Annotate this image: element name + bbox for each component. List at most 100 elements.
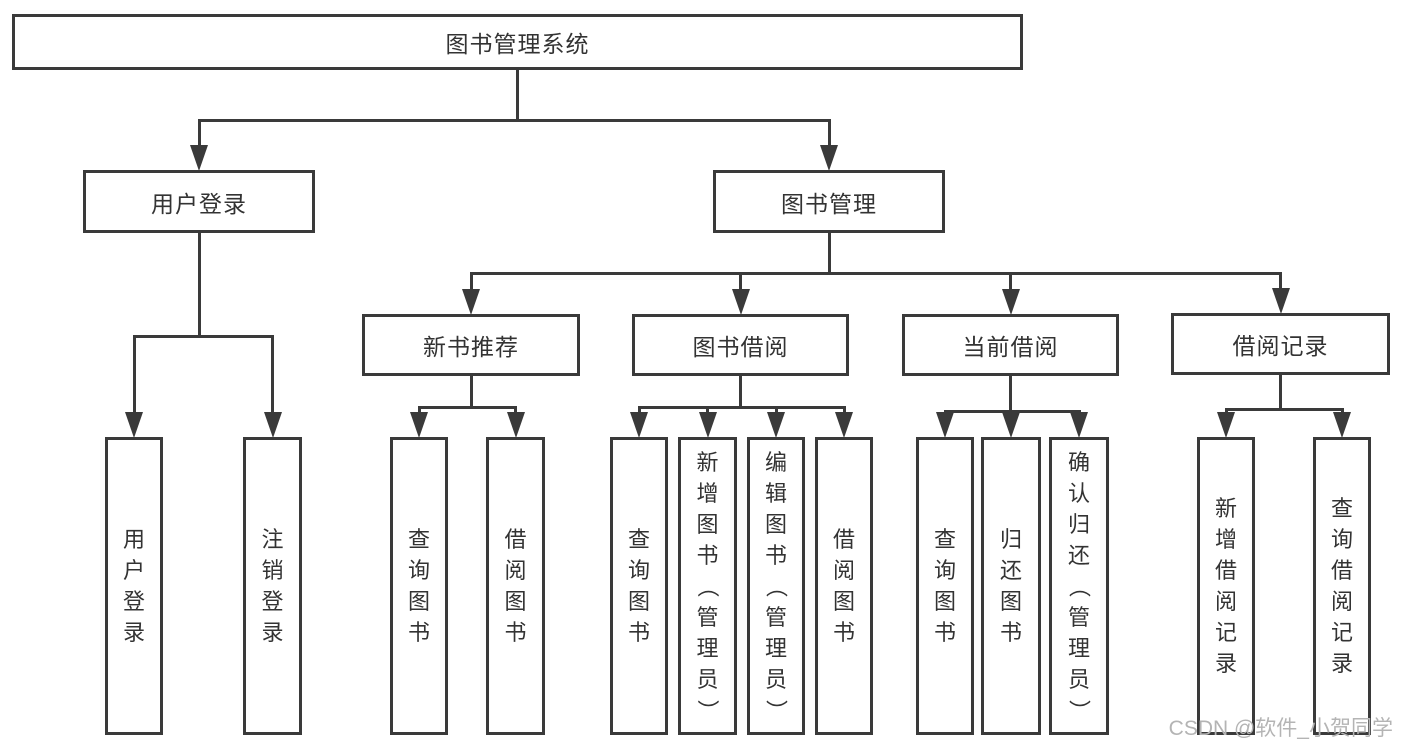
node-label-char: 借	[832, 527, 855, 552]
connector-line	[827, 233, 831, 275]
node-label-char: 查	[1330, 496, 1353, 521]
node-label-char: 员	[696, 666, 719, 692]
node-label-char: 还	[999, 558, 1022, 583]
connector-line	[516, 70, 519, 122]
connector-line	[417, 406, 421, 413]
node-leaf-rec-add-record: 新增借阅记录	[1197, 437, 1255, 735]
arrowhead-icon	[190, 145, 208, 171]
node-label-char: 借	[1330, 558, 1353, 583]
arrowhead-icon	[1070, 412, 1088, 438]
node-label-char: 书	[696, 542, 719, 568]
node-borrow-records: 借阅记录	[1171, 313, 1390, 375]
connector-line	[469, 272, 473, 290]
connector-line	[1224, 408, 1344, 411]
node-label: 借阅记录	[1232, 333, 1329, 359]
connector-line	[514, 406, 517, 413]
connector-line	[774, 406, 778, 413]
node-label-char: 注	[261, 527, 284, 552]
connector-line	[417, 406, 517, 409]
node-label-char: （	[695, 574, 720, 597]
arrowhead-icon	[462, 289, 480, 315]
connector-line	[469, 376, 473, 409]
node-label: 新书推荐	[423, 334, 519, 360]
connector-line	[827, 119, 831, 146]
connector-line	[271, 335, 274, 413]
node-leaf-user-login: 用户登录	[105, 437, 163, 735]
node-label-char: 查	[627, 527, 650, 552]
arrowhead-icon	[263, 412, 282, 438]
node-book-borrow: 图书借阅	[632, 314, 849, 376]
arrowhead-icon	[1002, 412, 1020, 438]
node-label-char: （	[763, 574, 789, 597]
connector-line	[1279, 375, 1282, 411]
node-label-char: 录	[1330, 651, 1353, 676]
connector-line	[1340, 408, 1344, 413]
node-label-char: 归	[999, 527, 1022, 552]
node-label-char: 理	[696, 635, 719, 661]
connector-line	[1077, 410, 1081, 413]
arrowhead-icon	[1217, 412, 1235, 438]
node-leaf-bor-query: 查询图书	[610, 437, 668, 735]
arrowhead-icon	[410, 412, 428, 438]
node-leaf-bor-borrow: 借阅图书	[815, 437, 873, 735]
node-leaf-logout: 注销登录	[243, 437, 302, 735]
node-label-char: 录	[261, 620, 284, 645]
connector-line	[706, 406, 709, 413]
node-label-char: 认	[1067, 480, 1090, 506]
node-leaf-rec-query-record: 查询借阅记录	[1313, 437, 1371, 735]
connector-line	[469, 272, 1282, 275]
node-label-char: 书	[832, 620, 855, 645]
node-label-char: 图	[832, 589, 855, 614]
connector-line	[1279, 272, 1282, 289]
arrowhead-icon	[1333, 412, 1351, 438]
node-label-char: 员	[764, 666, 787, 692]
arrowhead-icon	[767, 412, 785, 438]
node-label-char: 理	[1067, 635, 1090, 661]
node-user-login: 用户登录	[83, 170, 315, 233]
arrowhead-icon	[630, 412, 648, 438]
node-label-char: 查	[933, 527, 956, 552]
connector-line	[132, 335, 274, 338]
connector-line	[1224, 408, 1228, 413]
node-label-char: 书	[627, 620, 650, 645]
arrowhead-icon	[506, 412, 525, 438]
arrowhead-icon	[936, 412, 954, 438]
arrowhead-icon	[698, 412, 717, 438]
node-label-char: 辑	[764, 480, 787, 506]
node-label-char: 记	[1330, 620, 1353, 645]
node-label-char: 书	[504, 620, 527, 645]
connector-line	[943, 410, 947, 413]
arrowhead-icon	[125, 412, 143, 438]
connector-line	[197, 119, 831, 122]
connector-line	[739, 376, 742, 409]
connector-line	[1009, 272, 1012, 290]
node-leaf-bor-add: 新增图书（管理员）	[678, 437, 737, 735]
node-leaf-rec-query: 查询图书	[390, 437, 448, 735]
node-label: 用户登录	[151, 190, 247, 217]
node-label-char: 销	[261, 558, 284, 583]
node-label-char: 新	[696, 449, 719, 475]
node-label-char: 阅	[504, 558, 527, 583]
connector-line	[197, 119, 201, 146]
node-label-char: 借	[1214, 558, 1237, 583]
node-label-char: 图	[407, 589, 430, 614]
node-label-char: （	[1066, 574, 1092, 597]
connector-line	[1009, 376, 1012, 413]
node-label: 图书管理	[781, 190, 877, 217]
node-label-char: 图	[696, 511, 719, 537]
node-label-char: 登	[122, 589, 145, 614]
node-leaf-cur-confirm: 确认归还（管理员）	[1049, 437, 1109, 735]
connector-line	[637, 406, 846, 409]
node-label-char: 书	[764, 542, 787, 568]
node-book-mgmt: 图书管理	[713, 170, 945, 233]
node-new-book-rec: 新书推荐	[362, 314, 580, 376]
node-label-char: 录	[122, 620, 145, 645]
connector-line	[739, 272, 742, 290]
node-label-char: 阅	[1214, 589, 1237, 614]
node-leaf-rec-borrow: 借阅图书	[486, 437, 545, 735]
connector-line	[197, 233, 201, 338]
node-label: 图书借阅	[692, 334, 789, 360]
node-label-char: 记	[1214, 620, 1237, 645]
node-label-char: 书	[999, 620, 1022, 645]
node-leaf-cur-query: 查询图书	[916, 437, 974, 735]
